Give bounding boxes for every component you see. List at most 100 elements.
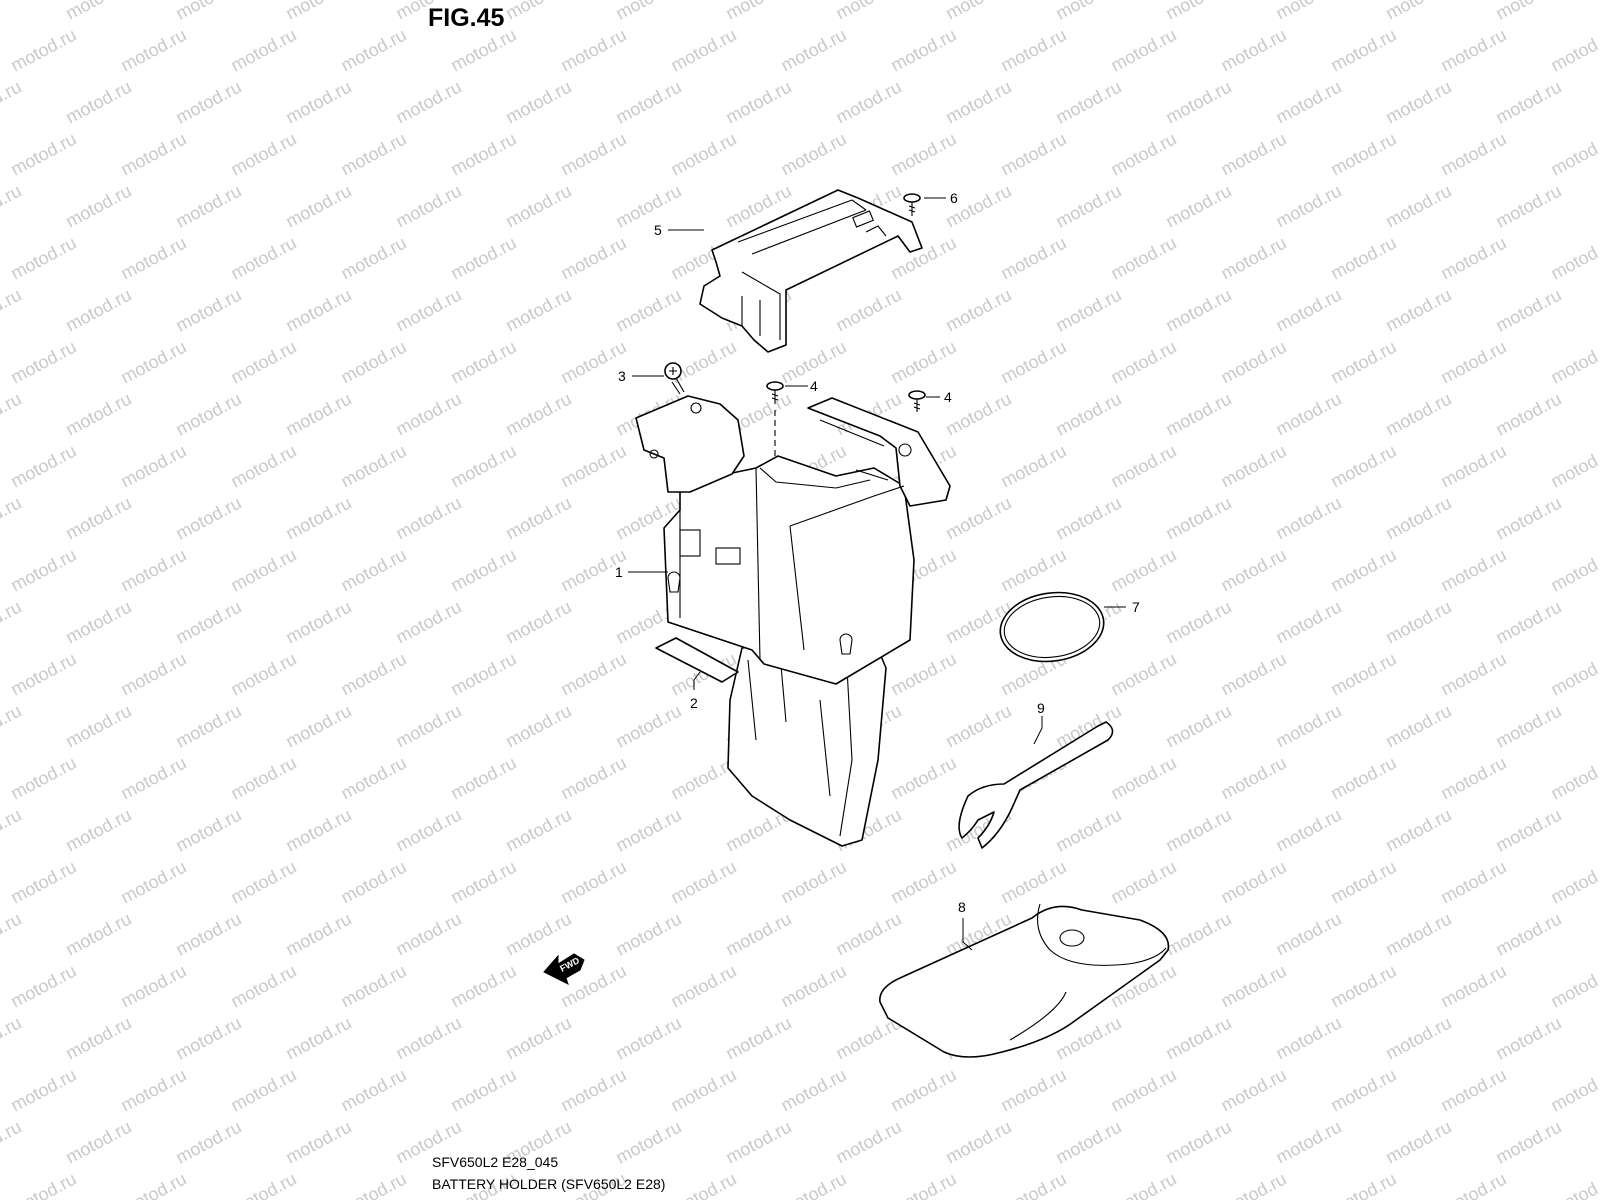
watermark-text: motod.ru bbox=[1217, 25, 1289, 76]
watermark-text: motod.ru bbox=[392, 181, 464, 232]
watermark-text: motod.ru bbox=[1547, 25, 1600, 76]
watermark-text: motod.ru bbox=[1272, 805, 1344, 856]
watermark-text: motod.ru bbox=[7, 1169, 79, 1200]
part-9-spanner bbox=[958, 721, 1114, 849]
watermark-text: motod.ru bbox=[1382, 181, 1454, 232]
watermark-text: motod.ru bbox=[1437, 337, 1509, 388]
watermark-text: motod.ru bbox=[832, 909, 904, 960]
watermark-text: motod.ru bbox=[1547, 441, 1600, 492]
watermark-text: motod.ru bbox=[447, 233, 519, 284]
watermark-text: motod.ru bbox=[62, 1013, 134, 1064]
watermark-text: motod.ru bbox=[887, 753, 959, 804]
watermark-text: motod.ru bbox=[0, 77, 25, 128]
watermark-text: motod.ru bbox=[942, 1117, 1014, 1168]
watermark-text: motod.ru bbox=[942, 389, 1014, 440]
watermark-text: motod.ru bbox=[1327, 441, 1399, 492]
watermark-text: motod.ru bbox=[722, 1117, 794, 1168]
watermark-text: motod.ru bbox=[557, 649, 629, 700]
part-1-battery-holder bbox=[635, 395, 951, 847]
watermark-text: motod.ru bbox=[832, 285, 904, 336]
watermark-text: motod.ru bbox=[227, 753, 299, 804]
watermark-text: motod.ru bbox=[1052, 493, 1124, 544]
watermark-text: motod.ru bbox=[1382, 597, 1454, 648]
leader-lines bbox=[628, 197, 1126, 951]
callout-6: 6 bbox=[950, 190, 958, 206]
watermark-text: motod.ru bbox=[1107, 129, 1179, 180]
watermark-text: motod.ru bbox=[1107, 753, 1179, 804]
watermark-text: motod.ru bbox=[117, 441, 189, 492]
watermark-text: motod.ru bbox=[997, 337, 1069, 388]
watermark-text: motod.ru bbox=[172, 493, 244, 544]
callout-2: 2 bbox=[690, 695, 698, 711]
watermark-text: motod.ru bbox=[392, 909, 464, 960]
watermark-text: motod.ru bbox=[1437, 129, 1509, 180]
callout-7: 7 bbox=[1132, 599, 1140, 615]
watermark-text: motod.ru bbox=[447, 545, 519, 596]
watermark-text: motod.ru bbox=[227, 1065, 299, 1116]
watermark-text: motod.ru bbox=[502, 0, 574, 24]
part-8-tool-pouch bbox=[879, 903, 1170, 1058]
watermark-text: motod.ru bbox=[62, 285, 134, 336]
watermark-text: motod.ru bbox=[1547, 753, 1600, 804]
watermark-text: motod.ru bbox=[1382, 389, 1454, 440]
watermark-text: motod.ru bbox=[1437, 441, 1509, 492]
watermark-text: motod.ru bbox=[832, 1117, 904, 1168]
watermark-text: motod.ru bbox=[1382, 77, 1454, 128]
watermark-text: motod.ru bbox=[997, 129, 1069, 180]
watermark-text: motod.ru bbox=[282, 389, 354, 440]
watermark-text: motod.ru bbox=[1272, 1013, 1344, 1064]
watermark-text: motod.ru bbox=[1547, 233, 1600, 284]
watermark-text: motod.ru bbox=[0, 493, 25, 544]
watermark-text: motod.ru bbox=[117, 129, 189, 180]
watermark-text: motod.ru bbox=[1382, 0, 1454, 24]
watermark-text: motod.ru bbox=[117, 233, 189, 284]
watermark-text: motod.ru bbox=[1217, 961, 1289, 1012]
watermark-text: motod.ru bbox=[282, 285, 354, 336]
watermark-text: motod.ru bbox=[1327, 545, 1399, 596]
watermark-text: motod.ru bbox=[62, 493, 134, 544]
watermark-text: motod.ru bbox=[227, 25, 299, 76]
watermark-text: motod.ru bbox=[1547, 857, 1600, 908]
watermark-text: motod.ru bbox=[502, 1013, 574, 1064]
watermark-text: motod.ru bbox=[1547, 1169, 1600, 1200]
watermark-text: motod.ru bbox=[282, 597, 354, 648]
watermark-text: motod.ru bbox=[447, 649, 519, 700]
watermark-text: motod.ru bbox=[667, 961, 739, 1012]
watermark-text: motod.ru bbox=[1272, 0, 1344, 24]
watermark-text: motod.ru bbox=[282, 493, 354, 544]
watermark-text: motod.ru bbox=[1107, 441, 1179, 492]
watermark-text: motod.ru bbox=[612, 285, 684, 336]
part-4-screw-right bbox=[908, 390, 926, 412]
watermark-text: motod.ru bbox=[7, 337, 79, 388]
watermark-text: motod.ru bbox=[1272, 285, 1344, 336]
watermark-text: motod.ru bbox=[392, 1013, 464, 1064]
watermark-text: motod.ru bbox=[722, 0, 794, 24]
watermark-text: motod.ru bbox=[117, 1169, 189, 1200]
watermark-text: motod.ru bbox=[282, 77, 354, 128]
watermark-text: motod.ru bbox=[1547, 649, 1600, 700]
watermark-text: motod.ru bbox=[887, 233, 959, 284]
watermark-text: motod.ru bbox=[557, 25, 629, 76]
watermark-text: motod.ru bbox=[227, 441, 299, 492]
watermark-text: motod.ru bbox=[7, 961, 79, 1012]
watermark-text: motod.ru bbox=[667, 1065, 739, 1116]
part-7-band bbox=[999, 591, 1105, 663]
watermark-text: motod.ru bbox=[557, 233, 629, 284]
watermark-text: motod.ru bbox=[337, 753, 409, 804]
watermark-text: motod.ru bbox=[612, 1013, 684, 1064]
watermark-text: motod.ru bbox=[1492, 1013, 1564, 1064]
watermark-text: motod.ru bbox=[1217, 233, 1289, 284]
watermark-text: motod.ru bbox=[1492, 285, 1564, 336]
watermark-text: motod.ru bbox=[1272, 597, 1344, 648]
watermark-text: motod.ru bbox=[502, 389, 574, 440]
watermark-text: motod.ru bbox=[227, 857, 299, 908]
watermark-text: motod.ru bbox=[887, 25, 959, 76]
watermark-text: motod.ru bbox=[172, 597, 244, 648]
watermark-text: motod.ru bbox=[227, 545, 299, 596]
watermark-text: motod.ru bbox=[997, 441, 1069, 492]
figure-title: FIG.45 bbox=[428, 4, 505, 32]
watermark-text: motod.ru bbox=[997, 233, 1069, 284]
watermark-text: motod.ru bbox=[1437, 1169, 1509, 1200]
callout-4-right: 4 bbox=[944, 389, 952, 405]
